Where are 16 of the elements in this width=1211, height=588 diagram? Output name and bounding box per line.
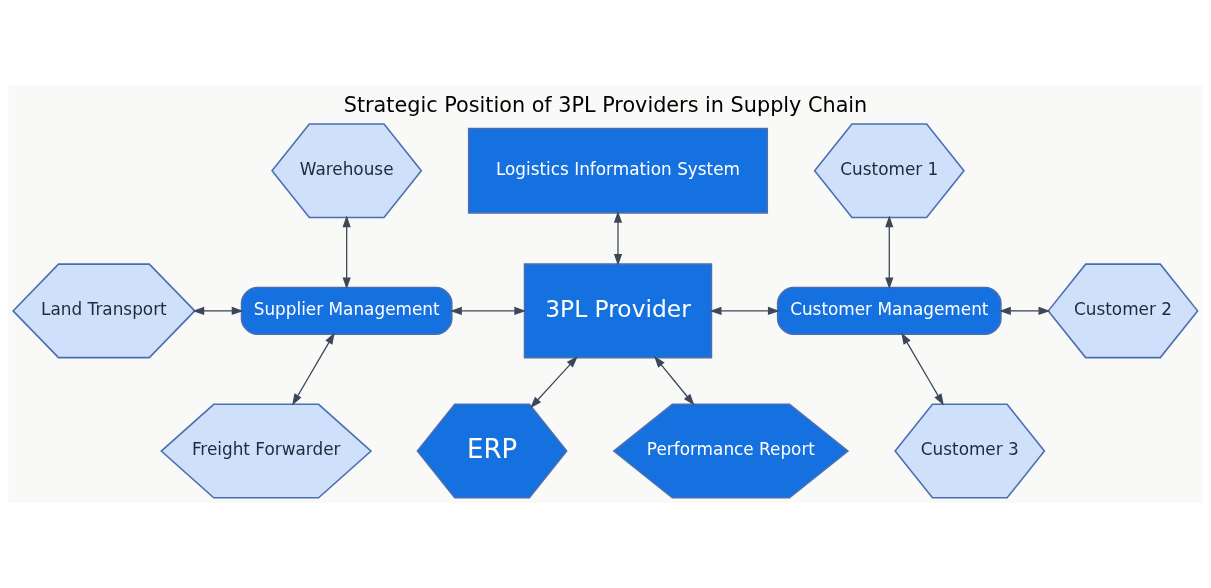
arrow [999, 306, 1051, 315]
node-box: Supplier Management [240, 286, 453, 335]
arrow [654, 356, 695, 406]
node-box: Logistics Information System [467, 127, 769, 214]
arrow [709, 306, 780, 315]
arrow [342, 215, 351, 290]
arrow [530, 356, 578, 409]
node-box: 3PL Provider [523, 263, 713, 359]
arrow [192, 306, 244, 315]
node-box: Customer Management [776, 286, 1002, 335]
diagram-title: Strategic Position of 3PL Providers in Supply Chain [343, 93, 868, 117]
arrow [292, 332, 335, 406]
arrow [901, 332, 944, 406]
arrow [613, 210, 623, 266]
arrow [450, 306, 526, 315]
arrow [885, 215, 894, 290]
